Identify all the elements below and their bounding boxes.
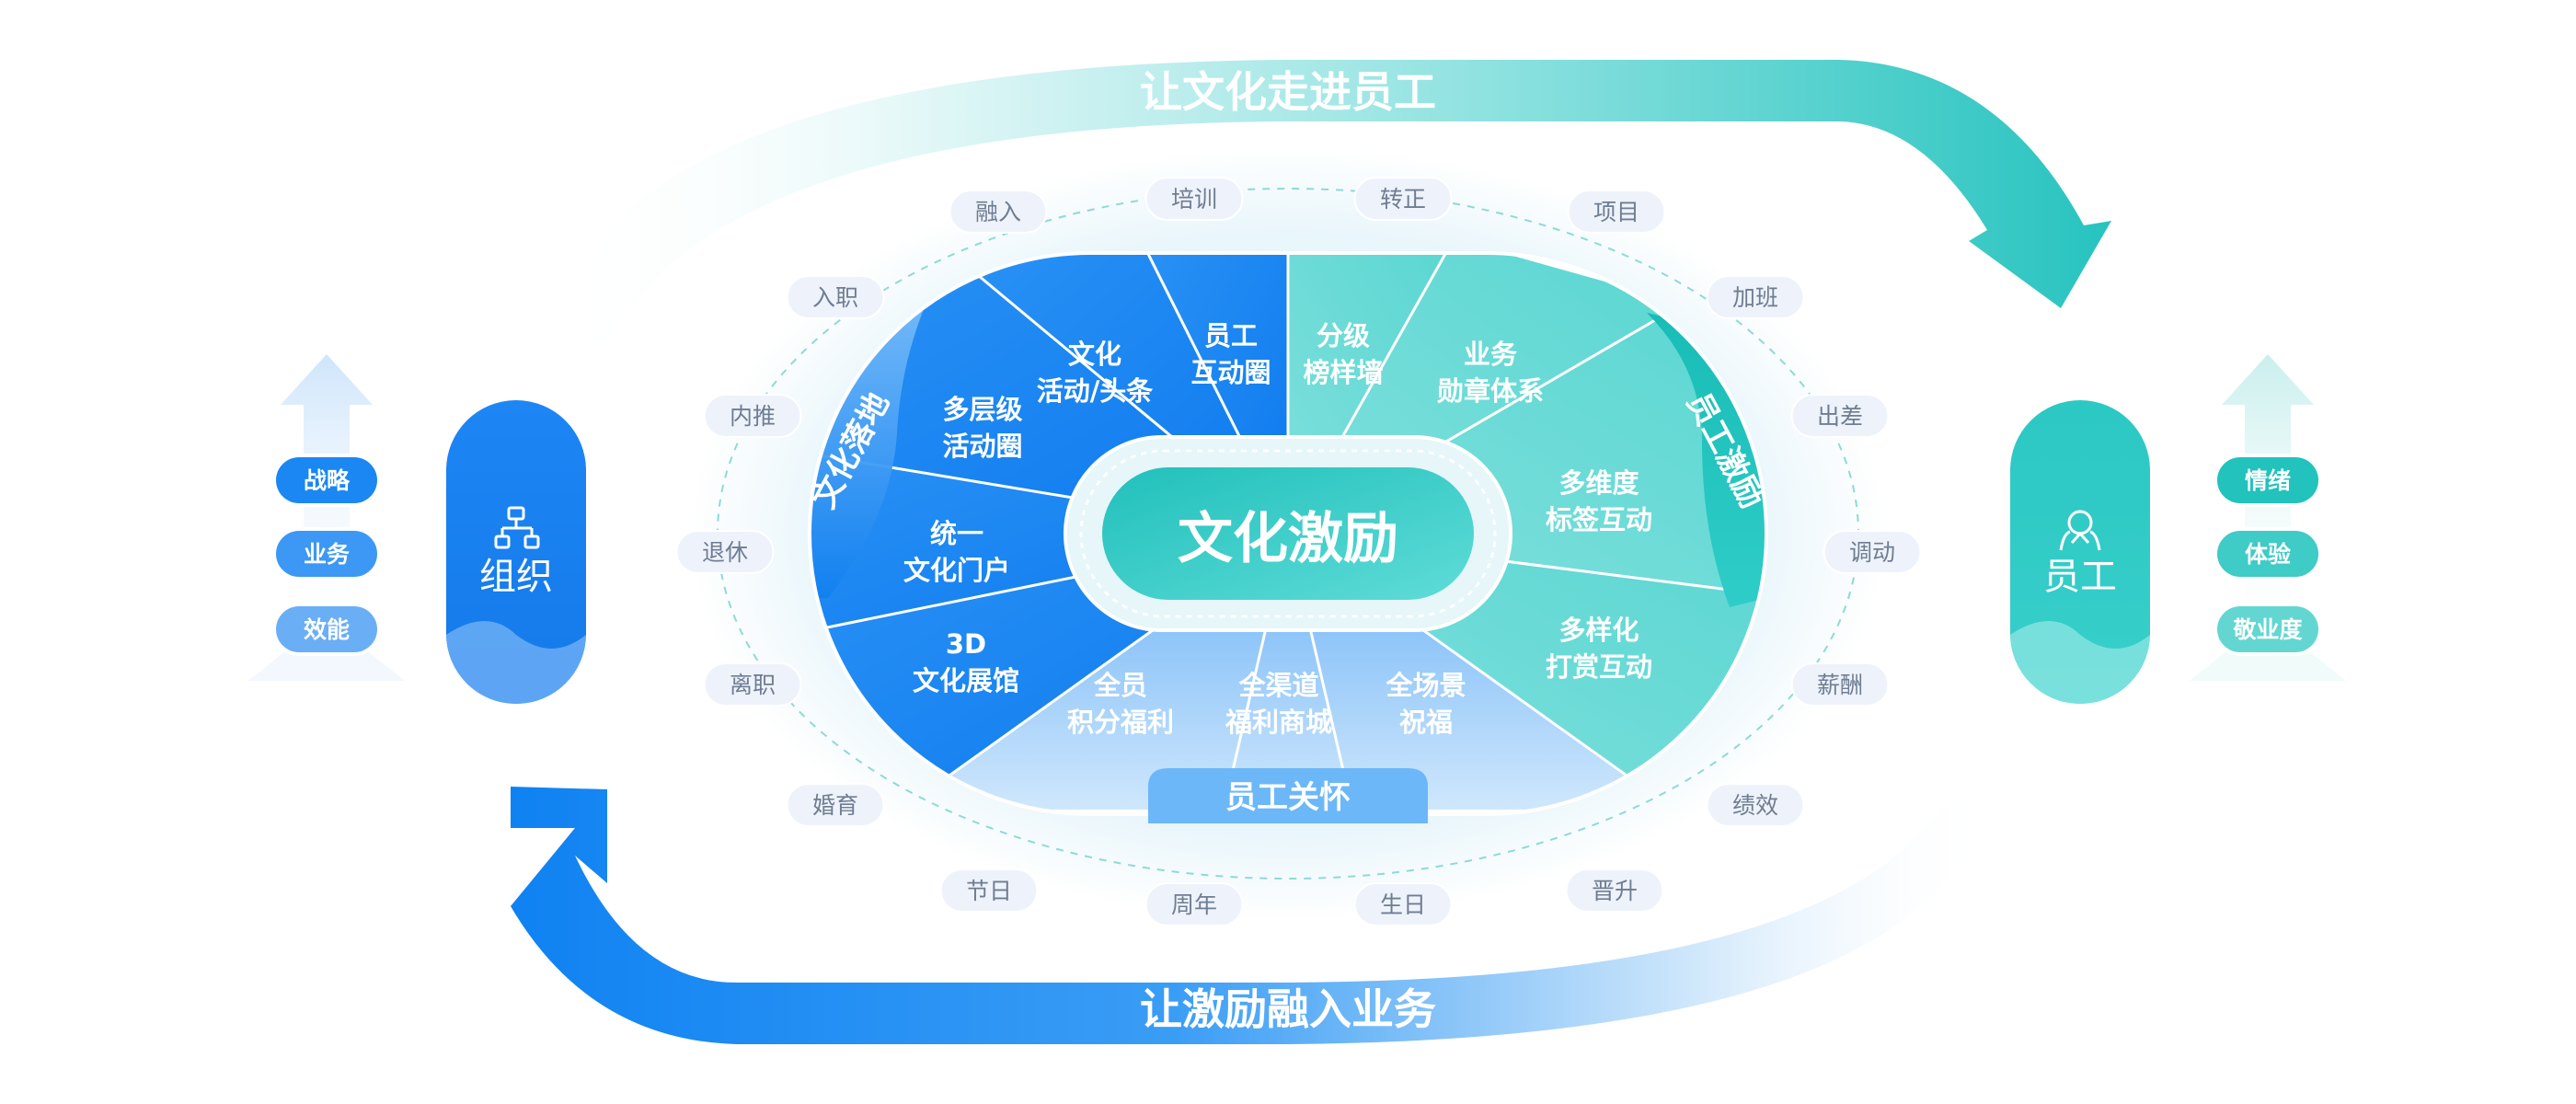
lifecycle-pill-label-right-3: 加班 <box>1732 284 1778 311</box>
top-curved-arrow <box>552 60 2111 345</box>
lifecycle-pill-right-1 <box>1353 177 1453 221</box>
left-tag-2 <box>276 531 377 577</box>
right-tag-label-3: 敬业度 <box>2232 616 2302 643</box>
center-core-dash <box>1079 449 1497 618</box>
left-tag-label-2: 业务 <box>304 541 350 568</box>
band-culture-landing <box>810 276 938 598</box>
segment-label-left-3-line-1: 多层级 <box>942 394 1022 425</box>
lifecycle-pill-label-right-5: 调动 <box>1849 539 1895 566</box>
lifecycle-pill-left-3 <box>786 275 885 319</box>
lifecycle-pill-left-2 <box>949 190 1048 234</box>
band-employee-incentive <box>1647 313 1766 607</box>
lifecycle-pill-label-left-3: 入职 <box>812 284 858 311</box>
lifecycle-pill-label-left-6: 离职 <box>730 672 776 698</box>
segment-label-right-4-line-2: 打赏互动 <box>1546 651 1652 683</box>
segment-bg-left-4 <box>810 451 1288 635</box>
right-tag-3 <box>2217 606 2318 652</box>
segment-label-right-2-line-1: 业务 <box>1464 339 1517 370</box>
segment-label-bottom-2-line-1: 全渠道 <box>1237 670 1318 701</box>
lifecycle-pill-label-right-1: 转正 <box>1380 186 1426 213</box>
left-tag-1 <box>276 457 377 503</box>
lifecycle-pill-left-4 <box>703 394 802 438</box>
lifecycle-pill-label-right-8: 晋升 <box>1592 878 1638 904</box>
top-arrow-label: 让文化走进员工 <box>1140 67 1436 117</box>
bottom-curved-arrow <box>511 787 1987 1044</box>
segment-bg-bottom <box>902 534 1674 810</box>
lifecycle-pill-left-1 <box>1144 177 1244 221</box>
center-core <box>1102 467 1474 600</box>
lifecycle-pill-label-right-4: 出差 <box>1817 403 1863 430</box>
lifecycle-pill-left-6 <box>703 662 802 707</box>
lifecycle-pill-label-right-6: 薪酬 <box>1817 672 1863 698</box>
segment-label-right-1-line-1: 分级 <box>1317 320 1370 351</box>
lifecycle-pill-left-9 <box>1144 882 1244 926</box>
left-tag-3 <box>276 606 377 652</box>
care-tab <box>1148 768 1428 823</box>
employee-icon <box>2059 510 2101 551</box>
lifecycle-pill-label-left-1: 培训 <box>1171 186 1217 213</box>
segment-label-left-3-line-2: 活动圈 <box>942 431 1022 462</box>
lifecycle-pill-right-2 <box>1567 190 1666 234</box>
lifecycle-pill-left-8 <box>939 868 1039 913</box>
lifecycle-pill-label-right-9: 生日 <box>1380 891 1426 918</box>
segment-label-left-4-line-2: 文化门户 <box>903 555 1010 586</box>
lifecycle-pill-label-left-8: 节日 <box>966 878 1012 904</box>
segment-label-bottom-1-line-1: 全员 <box>1093 670 1147 701</box>
segment-label-bottom-1-line-2: 积分福利 <box>1067 707 1174 738</box>
segment-label-left-4-line-1: 统一 <box>930 518 983 549</box>
lifecycle-pill-label-left-4: 内推 <box>730 403 776 430</box>
lifecycle-pill-right-9 <box>1353 882 1453 926</box>
segment-label-bottom-3-line-2: 祝福 <box>1399 707 1453 738</box>
lifecycle-pill-right-4 <box>1790 394 1890 438</box>
left-tag-label-3: 效能 <box>304 616 350 643</box>
lifecycle-pill-label-right-2: 项目 <box>1593 199 1639 225</box>
segment-label-left-1-line-2: 互动圈 <box>1190 357 1271 388</box>
right-tag-2 <box>2217 531 2318 577</box>
lifecycle-pill-label-left-2: 融入 <box>975 199 1021 225</box>
right-tag-1 <box>2217 457 2318 503</box>
right-tag-label-2: 体验 <box>2245 541 2291 568</box>
segment-label-left-5-line-2: 文化展馆 <box>913 665 1019 696</box>
lifecycle-pill-right-7 <box>1706 783 1805 827</box>
left-tag-label-1: 战略 <box>304 467 351 494</box>
lifecycle-pill-left-7 <box>786 783 885 827</box>
segment-label-right-3-line-2: 标签互动 <box>1546 504 1652 535</box>
segment-label-bottom-3-line-1: 全场景 <box>1385 670 1466 701</box>
segment-label-left-2-line-2: 活动/头条 <box>1037 375 1154 407</box>
segment-label-left-1-line-1: 员工 <box>1204 320 1258 351</box>
org-pill-wave <box>446 621 586 704</box>
lifecycle-pill-label-left-9: 周年 <box>1171 891 1217 918</box>
lifecycle-pill-label-right-7: 绩效 <box>1732 792 1778 819</box>
segment-label-left-5-line-1: 3D <box>946 628 986 660</box>
care-tab-label: 员工关怀 <box>1225 779 1351 816</box>
lifecycle-pill-right-6 <box>1790 662 1890 707</box>
lifecycle-pill-right-5 <box>1823 530 1922 574</box>
right-tag-label-1: 情绪 <box>2245 467 2291 494</box>
lifecycle-pill-left-5 <box>675 530 775 574</box>
lifecycle-pill-right-3 <box>1706 275 1805 319</box>
bottom-arrow-label: 让激励融入业务 <box>1140 984 1436 1034</box>
lifecycle-pill-label-left-5: 退休 <box>702 539 748 566</box>
segment-label-right-4-line-1: 多样化 <box>1558 615 1639 646</box>
lifecycle-pill-label-left-7: 婚育 <box>812 792 858 819</box>
segment-label-bottom-2-line-2: 福利商城 <box>1225 707 1332 738</box>
lifecycle-pill-right-8 <box>1565 868 1664 913</box>
segment-label-left-2-line-1: 文化 <box>1068 339 1121 370</box>
center-title: 文化激励 <box>1178 507 1398 571</box>
employee-title: 员工 <box>2043 556 2117 598</box>
employee-pill-wave <box>2010 621 2150 704</box>
org-chart-icon <box>494 506 540 549</box>
segment-label-right-1-line-2: 榜样墙 <box>1303 357 1383 388</box>
segment-label-right-3-line-1: 多维度 <box>1558 467 1639 499</box>
segment-label-right-2-line-2: 勋章体系 <box>1436 375 1544 407</box>
org-title: 组织 <box>479 556 553 598</box>
